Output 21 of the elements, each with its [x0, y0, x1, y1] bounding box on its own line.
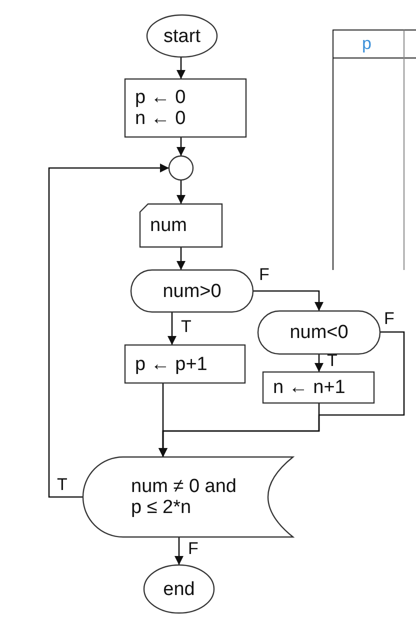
arrow: [168, 312, 176, 345]
node-text: n ← 0: [135, 108, 186, 129]
arrow: [176, 180, 186, 204]
arrow: [158, 383, 168, 457]
node-text: end: [163, 578, 195, 600]
node-text: n ← n+1: [273, 377, 346, 398]
node-text: num: [150, 215, 187, 236]
node-text: p ← p+1: [135, 354, 208, 374]
arrow: [48, 164, 169, 498]
node-text: num ≠ 0 and p ≤ 2*n: [131, 476, 238, 518]
arrow: [176, 137, 186, 156]
table-header: p: [362, 34, 372, 54]
arrow: [253, 290, 324, 311]
arrow: [314, 354, 324, 372]
arrow: [174, 537, 184, 565]
arrow: [176, 57, 186, 79]
node-text: num<0: [290, 322, 348, 343]
node-text: p ← 0: [135, 87, 186, 108]
node-text: start: [164, 26, 200, 46]
node-text: num>0: [162, 280, 222, 302]
arrow: [176, 247, 186, 270]
